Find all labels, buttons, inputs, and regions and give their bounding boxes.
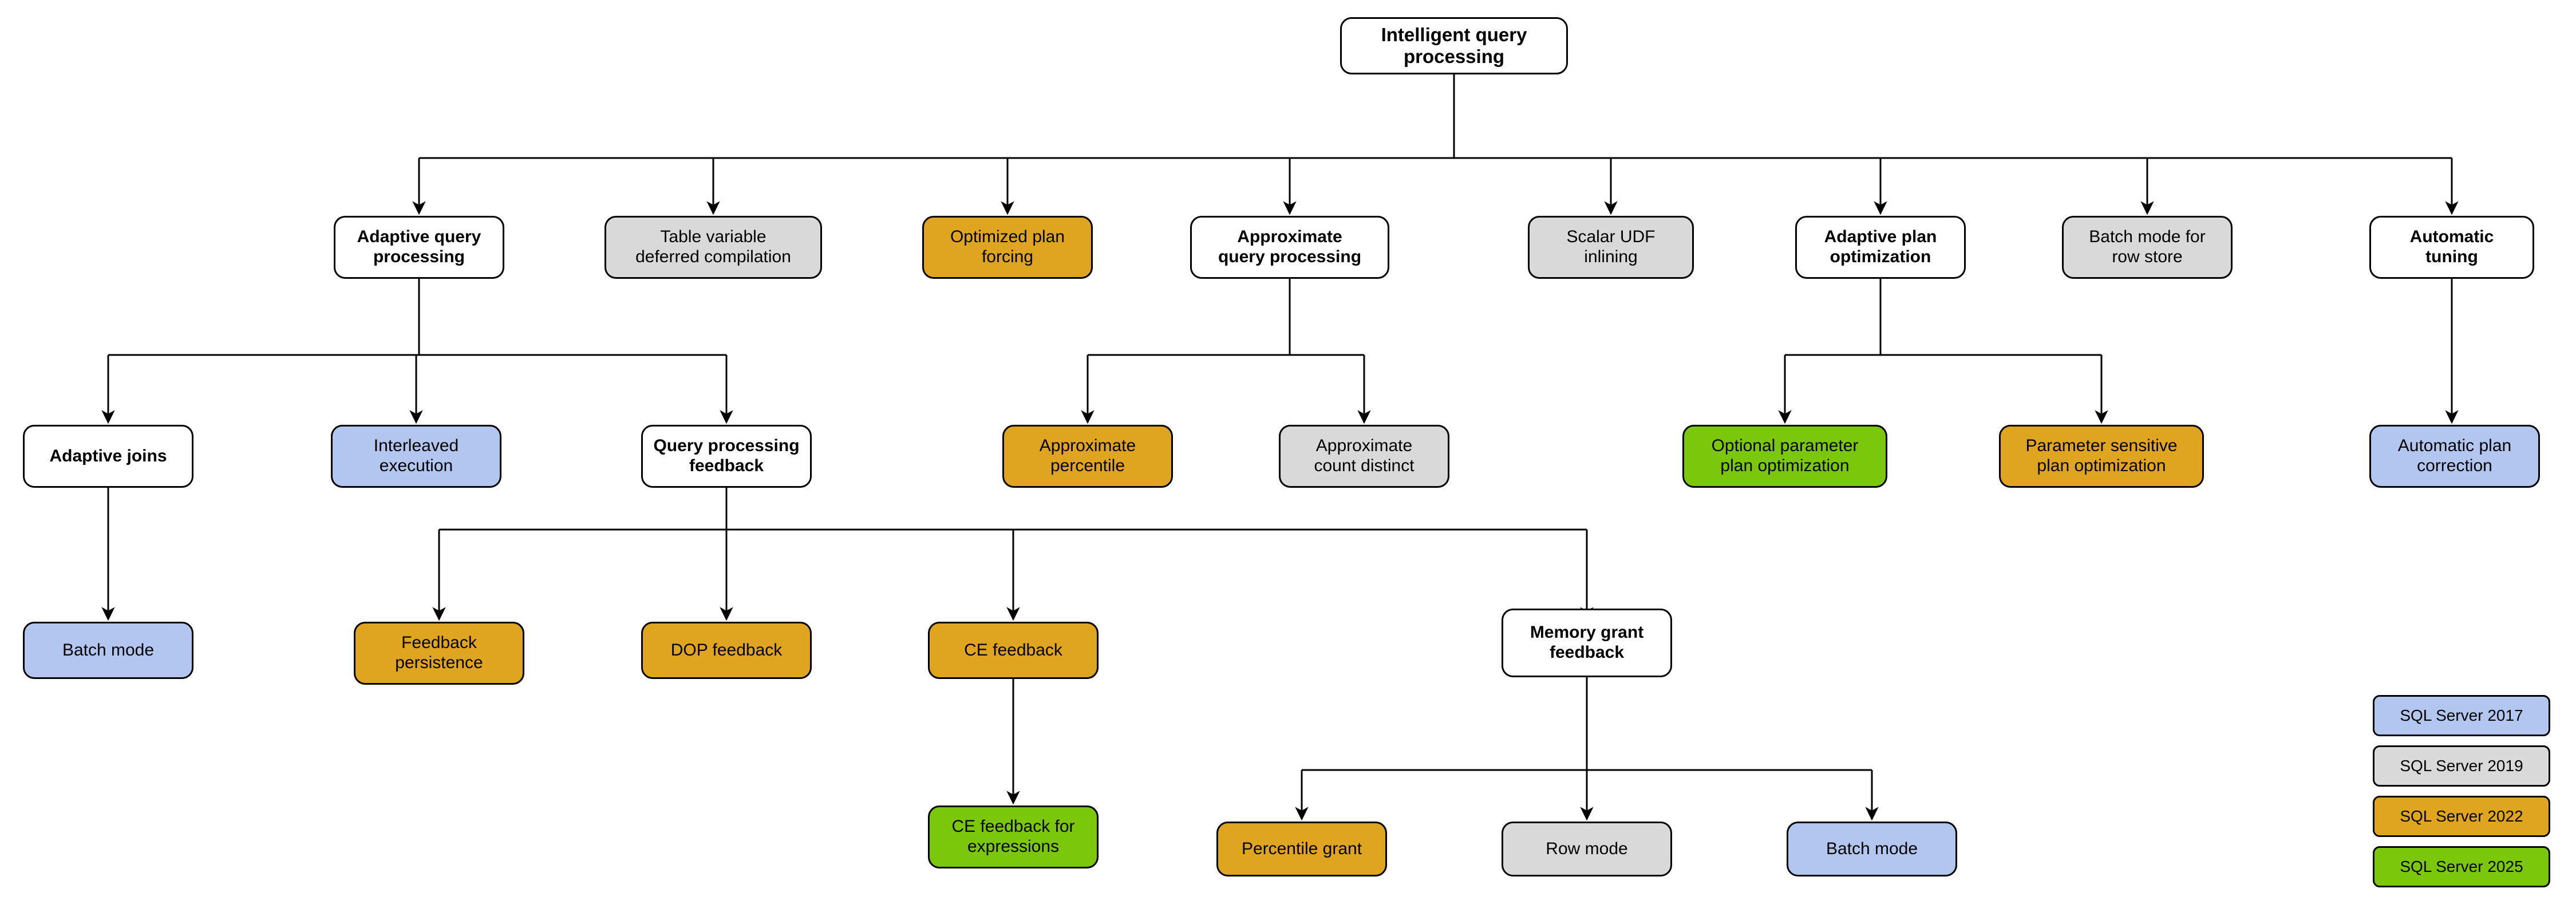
node-root[interactable]: Intelligent query processing <box>1340 17 1568 74</box>
node-bmrs[interactable]: Batch mode for row store <box>2062 216 2233 279</box>
node-acd[interactable]: Approximate count distinct <box>1279 425 1449 488</box>
node-aqp[interactable]: Adaptive query processing <box>334 216 504 279</box>
node-pg[interactable]: Percentile grant <box>1216 822 1387 876</box>
node-udf[interactable]: Scalar UDF inlining <box>1528 216 1694 279</box>
legend-item-sql-server-2025[interactable]: SQL Server 2025 <box>2373 846 2550 887</box>
node-ap[interactable]: Approximate percentile <box>1002 425 1173 488</box>
node-apo[interactable]: Adaptive plan optimization <box>1795 216 1966 279</box>
node-ce[interactable]: CE feedback <box>928 622 1099 679</box>
node-ie[interactable]: Interleaved execution <box>331 425 501 488</box>
node-pspo[interactable]: Parameter sensitive plan optimization <box>1999 425 2204 488</box>
node-rm[interactable]: Row mode <box>1502 822 1672 876</box>
node-aqp2[interactable]: Approximate query processing <box>1190 216 1389 279</box>
node-cefe[interactable]: CE feedback for expressions <box>928 806 1099 868</box>
node-apc[interactable]: Automatic plan correction <box>2369 425 2540 488</box>
node-oppo[interactable]: Optional parameter plan optimization <box>1682 425 1887 488</box>
node-aj[interactable]: Adaptive joins <box>23 425 193 488</box>
node-at[interactable]: Automatic tuning <box>2369 216 2534 279</box>
node-qpf[interactable]: Query processing feedback <box>641 425 812 488</box>
node-tvdc[interactable]: Table variable deferred compilation <box>605 216 822 279</box>
node-bm1[interactable]: Batch mode <box>23 622 193 679</box>
node-opf[interactable]: Optimized plan forcing <box>922 216 1093 279</box>
node-fp[interactable]: Feedback persistence <box>354 622 524 685</box>
legend-item-sql-server-2022[interactable]: SQL Server 2022 <box>2373 796 2550 837</box>
legend-item-sql-server-2017[interactable]: SQL Server 2017 <box>2373 695 2550 736</box>
node-bm2[interactable]: Batch mode <box>1787 822 1957 876</box>
legend-item-sql-server-2019[interactable]: SQL Server 2019 <box>2373 745 2550 787</box>
node-dop[interactable]: DOP feedback <box>641 622 812 679</box>
node-mgf[interactable]: Memory grant feedback <box>1502 609 1672 677</box>
